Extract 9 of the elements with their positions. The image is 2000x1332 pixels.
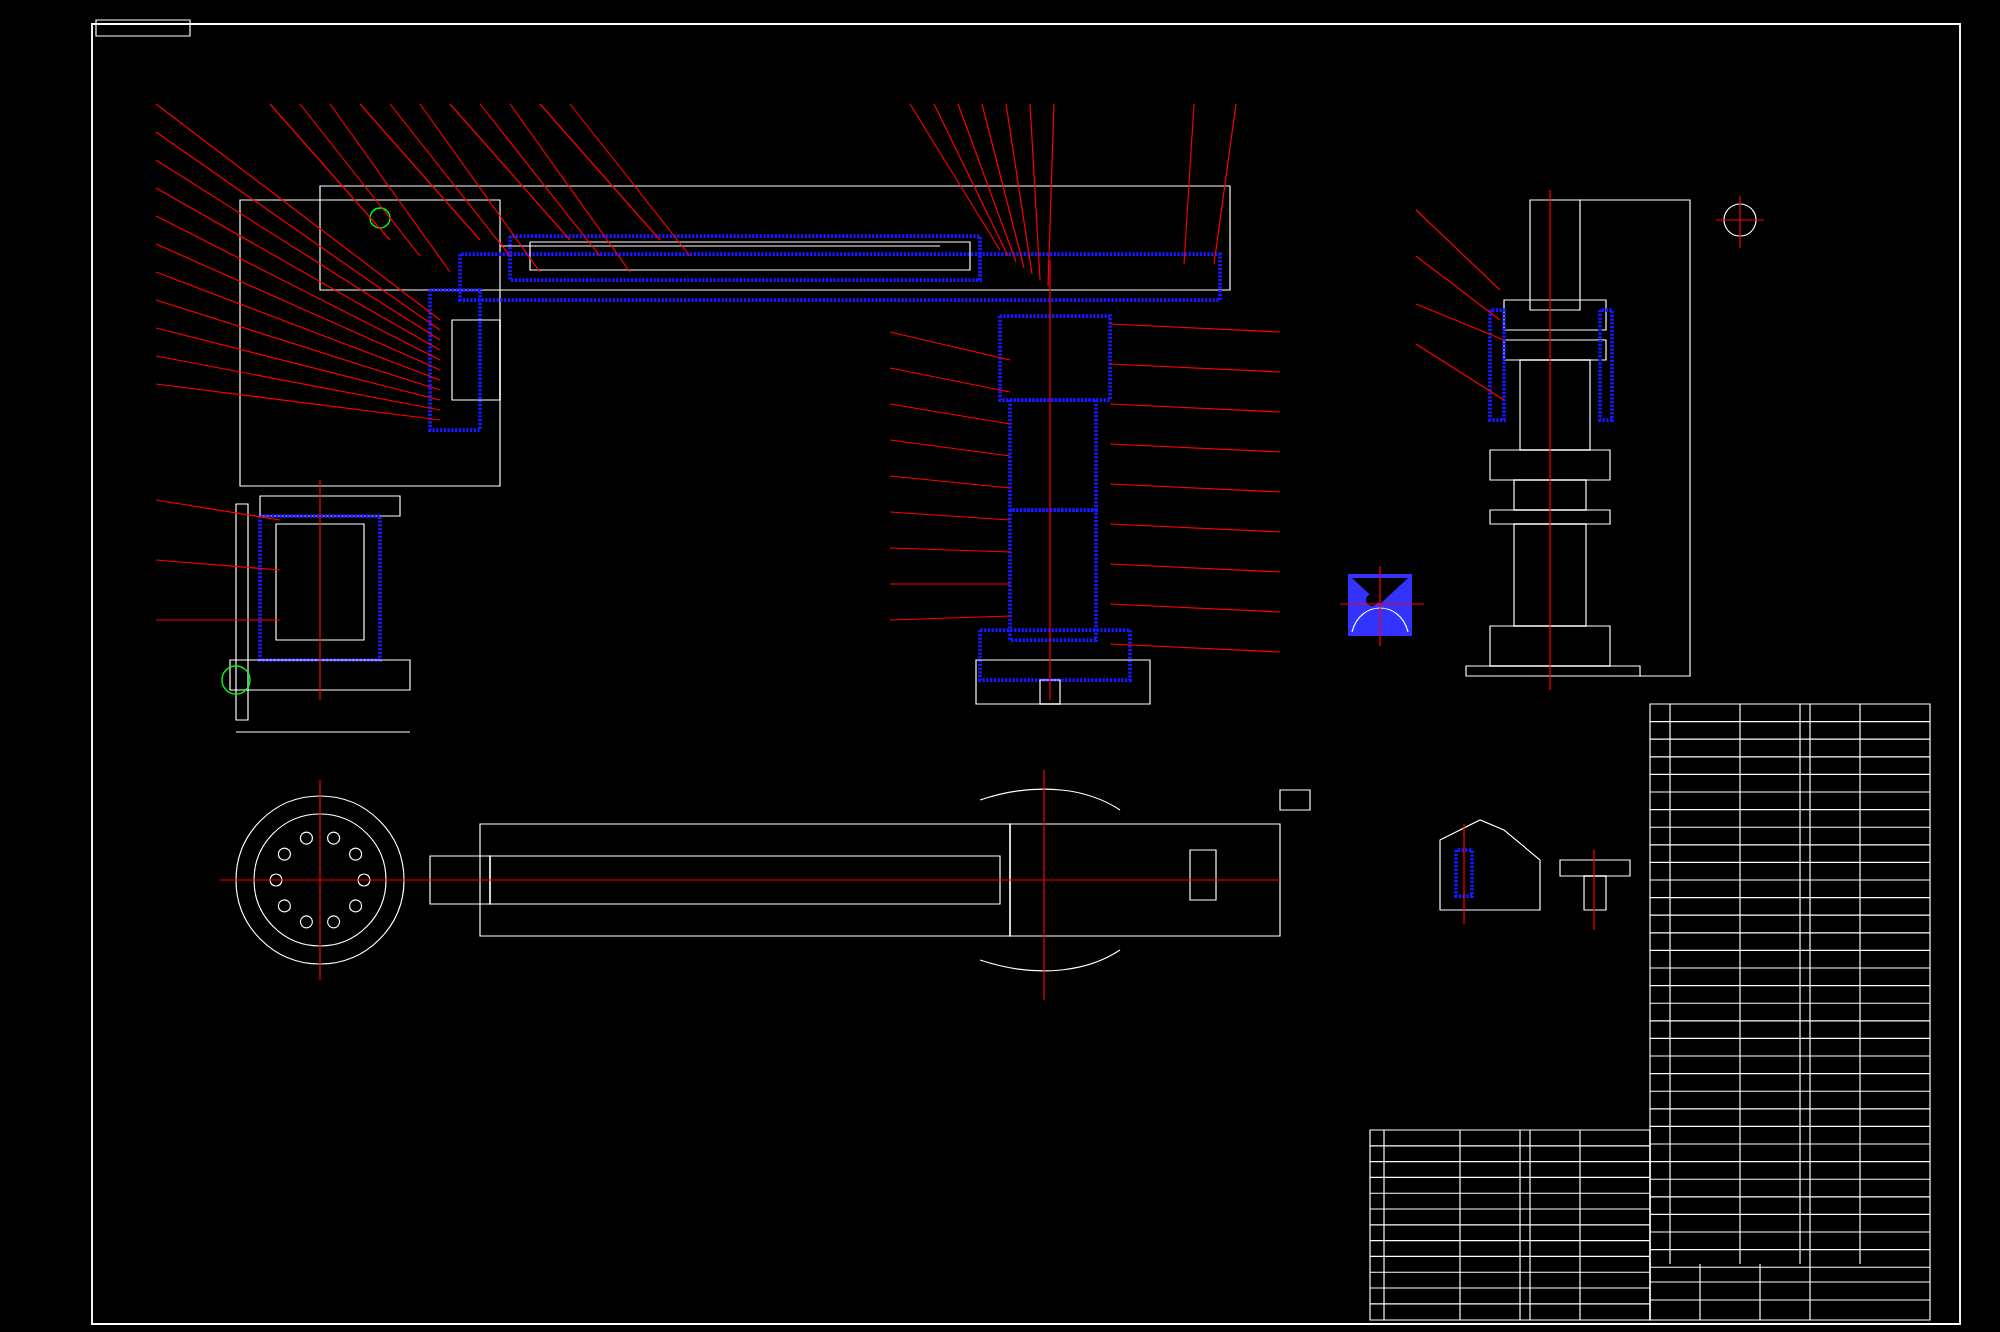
detail-view-drawing bbox=[1559, 849, 1631, 931]
parts-list-table bbox=[1369, 1129, 1651, 1321]
parts-list-table bbox=[1649, 703, 1931, 1321]
detail-view-drawing bbox=[1439, 819, 1541, 925]
assembly-drawing bbox=[155, 103, 1281, 733]
section-view-drawing bbox=[1339, 565, 1425, 647]
side-view-drawing bbox=[1415, 189, 1691, 691]
detail-view-drawing bbox=[1715, 195, 1765, 249]
top-view-drawing bbox=[219, 769, 1311, 1001]
